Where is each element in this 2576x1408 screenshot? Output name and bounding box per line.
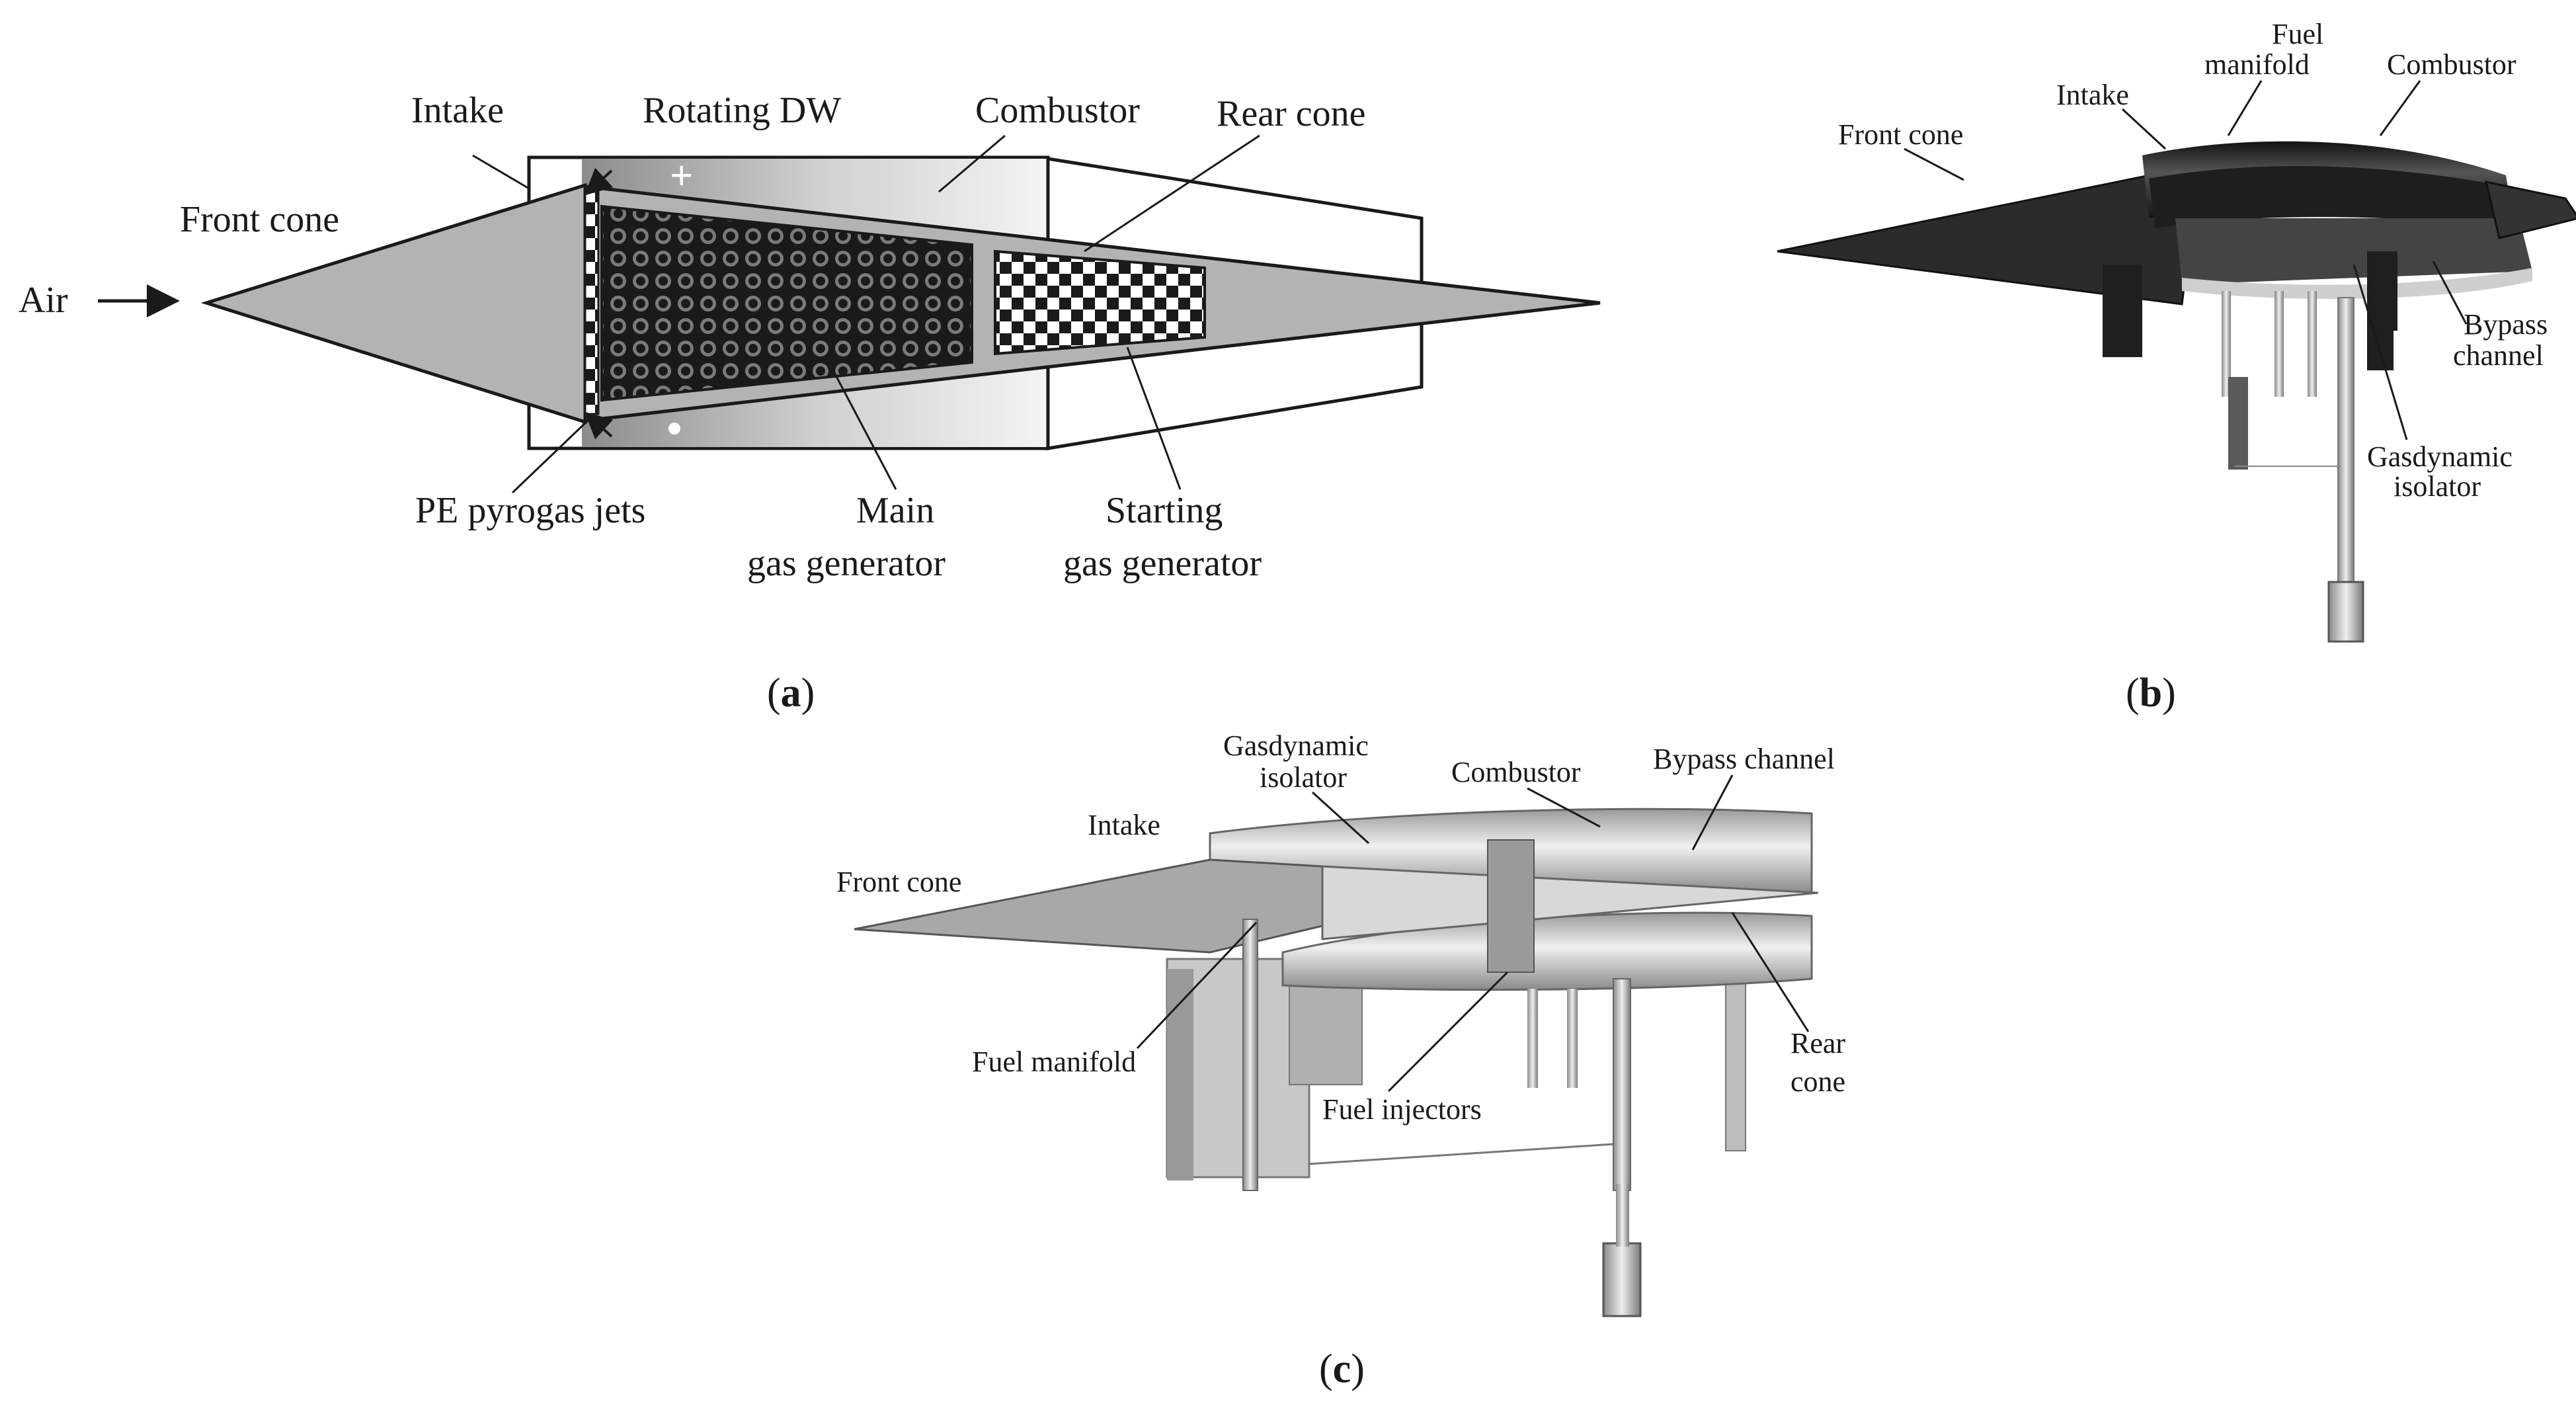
label-bypass-b-1: Bypass: [2464, 308, 2548, 341]
rear-cone-c: [1321, 865, 1819, 940]
label-main-gg-1: Main: [856, 490, 934, 531]
main-gas-generator: [600, 204, 973, 402]
label-fuel-manifold-b-2: manifold: [2204, 48, 2310, 81]
feed-pipe-c: [1613, 978, 1631, 1191]
label-intake-c: Intake: [1088, 809, 1160, 841]
fuel-feed-pipe-b: [2337, 297, 2355, 589]
label-bypass-c: Bypass channel: [1653, 743, 1835, 775]
injector-b-2: [2274, 291, 2284, 397]
label-start-gg-1: Starting: [1106, 490, 1223, 531]
minus-dot: [668, 423, 680, 435]
label-main-gg-2: gas generator: [747, 543, 946, 584]
label-combustor-c: Combustor: [1451, 756, 1581, 788]
bypass-channel-b: [2149, 166, 2532, 228]
leader-combustor: [938, 134, 1006, 193]
fuel-manifold-rod-c: [1242, 919, 1258, 1191]
label-gasdyn-c-1: Gasdynamic: [1223, 729, 1369, 762]
rear-nozzle-b: [2485, 181, 2576, 239]
jet-arrow-bottom: [584, 411, 614, 440]
leader-fuel-manifold-c: [1136, 921, 1258, 1050]
panel-a-schematic: + Air Front cone Intake Rotating DW Comb…: [19, 90, 1601, 716]
leader-bypass-c: [1691, 774, 1734, 850]
support-post-right-c: [1725, 972, 1746, 1151]
injector-b-3: [2308, 291, 2317, 397]
caption-a: (a): [767, 671, 815, 716]
support-post-left-c: [1167, 969, 1193, 1180]
label-rear-c-2: cone: [1791, 1065, 1845, 1098]
base-line-c: [1308, 1143, 1614, 1165]
starting-gas-generator: [994, 249, 1206, 356]
leader-bypass-b: [2432, 261, 2468, 325]
leader-main-gg: [832, 370, 897, 490]
label-pe-jets: PE pyrogas jets: [415, 490, 645, 531]
leader-intake: [472, 154, 530, 190]
leader-intake-b: [2121, 108, 2167, 150]
label-gasdyn-c-2: isolator: [1260, 761, 1347, 794]
leader-front-cone-b: [1904, 147, 1964, 181]
feed-pipe-base-c: [1602, 1242, 1642, 1317]
caption-b: (b): [2126, 671, 2176, 716]
feed-pipe-mid-c: [1616, 1184, 1629, 1247]
pe-pyrogas-jets: [584, 190, 600, 415]
caption-c: (c): [1319, 1346, 1365, 1391]
leader-combustor-c: [1527, 787, 1601, 828]
label-fuel-injectors-c: Fuel injectors: [1322, 1093, 1482, 1126]
label-front-cone-b: Front cone: [1838, 118, 1963, 151]
leader-gasdyn-c: [1311, 791, 1370, 845]
fuel-feed-base-b: [2327, 581, 2364, 643]
label-air: Air: [19, 280, 68, 321]
leader-gasdyn-b: [2353, 264, 2408, 440]
label-fuel-manifold-c: Fuel manifold: [972, 1046, 1136, 1078]
label-gasdyn-b-1: Gasdynamic: [2367, 440, 2513, 473]
label-gasdyn-b-2: isolator: [2394, 470, 2481, 503]
jet-arrow-top: [584, 167, 614, 196]
label-front-cone: Front cone: [180, 199, 339, 240]
caption-a-letter: a: [781, 671, 801, 716]
lower-body-b: [2175, 218, 2532, 284]
label-intake-b: Intake: [2056, 79, 2129, 111]
plus-sign: +: [670, 153, 693, 198]
label-rear-cone: Rear cone: [1217, 93, 1365, 134]
label-front-cone-c: Front cone: [836, 866, 961, 898]
support-leg-b: [2228, 377, 2248, 470]
strut-left-b: [2103, 265, 2142, 357]
label-rear-c-1: Rear: [1791, 1027, 1845, 1059]
leader-fuel-manifold-b: [2227, 80, 2263, 136]
label-fuel-manifold-b-1: Fuel: [2272, 18, 2323, 50]
caption-c-letter: c: [1333, 1346, 1351, 1391]
leader-fuel-injectors-c: [1387, 971, 1509, 1093]
inner-band-b: [2182, 268, 2532, 299]
injector-c-1: [1527, 989, 1538, 1088]
label-combustor: Combustor: [975, 90, 1140, 131]
injector-c-2: [1567, 989, 1578, 1088]
label-intake: Intake: [411, 90, 504, 131]
caption-b-letter: b: [2140, 671, 2162, 716]
panel-b-3d-model: Front cone Intake Fuel manifold Combusto…: [1777, 18, 2576, 716]
leader-rear-cone: [1084, 134, 1260, 253]
combustor-band-c: [1487, 839, 1535, 973]
panel-c-3d-model: Front cone Intake Gasdynamic isolator Co…: [836, 729, 1845, 1391]
label-combustor-b: Combustor: [2387, 48, 2516, 81]
injector-b-1: [2222, 291, 2231, 397]
leader-rear-c: [1731, 912, 1810, 1032]
leader-combustor-b: [2379, 80, 2421, 136]
leader-start-gg: [1126, 347, 1182, 490]
strut-right-b: [2367, 291, 2394, 370]
label-bypass-b-2: channel: [2453, 339, 2544, 372]
label-rotating-dw: Rotating DW: [643, 90, 841, 131]
leader-pe-jets: [511, 419, 590, 494]
label-start-gg-2: gas generator: [1063, 543, 1262, 584]
